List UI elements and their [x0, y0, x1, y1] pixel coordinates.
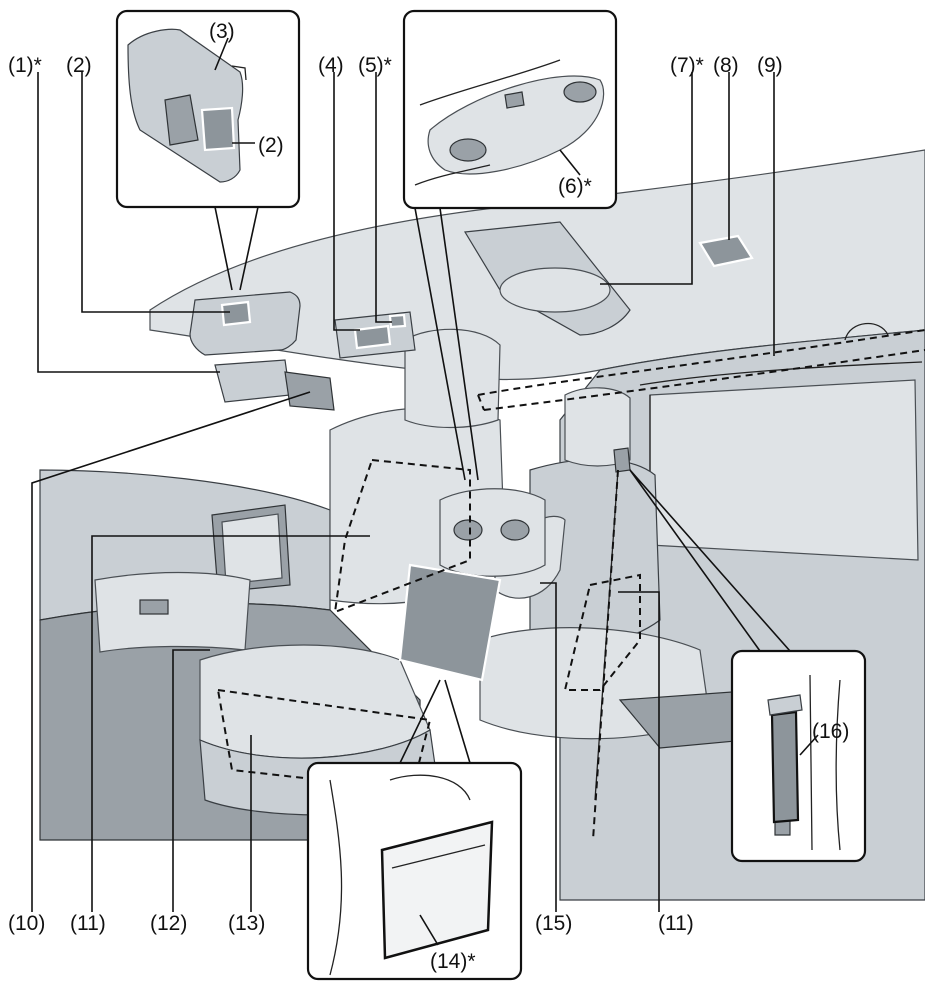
inset-console-edge: [414, 59, 561, 186]
callout-10: (10): [8, 912, 45, 935]
callout-2-inset: (2): [258, 134, 284, 157]
inset-seat-pocket: [306, 761, 523, 981]
inset-sun-visor: [115, 9, 301, 209]
inset-visor-clip: [231, 65, 247, 81]
callout-15: (15): [535, 912, 572, 935]
callout-labels: (1)* (2) (2) (3) (4) (5)* (6)* (7)* (8) …: [8, 20, 849, 973]
front-headrest: [404, 328, 501, 429]
inset-console-light-1: [563, 81, 597, 103]
inset-console-clip: [504, 91, 525, 109]
callout-11-left: (11): [70, 912, 106, 935]
label-patches: [220, 300, 502, 682]
callout-4: (4): [318, 54, 344, 77]
cup-holder-left: [453, 519, 483, 541]
roof-side-rail: [477, 329, 925, 411]
callout-14: (14)*: [430, 950, 476, 973]
callout-7: (7)*: [670, 54, 704, 77]
visor-label-patch: [220, 300, 252, 327]
coat-hook: [613, 447, 631, 473]
inset-belt-label: [770, 710, 800, 824]
callout-12: (12): [150, 912, 187, 935]
callout-1: (1)*: [8, 54, 42, 77]
console-label-patch-5: [388, 313, 407, 329]
callout-2: (2): [66, 54, 92, 77]
center-display-glass: [221, 513, 283, 585]
hidden-regions: [216, 329, 925, 841]
grab-handle: [844, 322, 889, 341]
inset-visor-handle: [164, 94, 199, 146]
roof-label-plate: [698, 234, 754, 268]
callout-9: (9): [757, 54, 783, 77]
rear-headrest: [564, 387, 631, 467]
seat-base-region: [216, 688, 432, 792]
inset-pocket-outline: [329, 774, 471, 976]
belt-anchor-line: [592, 469, 619, 841]
inset-roof-console: [402, 9, 618, 210]
mirror-housing: [214, 359, 291, 403]
rearview-mirror: [284, 371, 335, 411]
callout-11-right: (11): [658, 912, 694, 935]
inset-pocket-label: [380, 820, 494, 960]
leader-lines: [31, 37, 819, 946]
callout-8: (8): [713, 54, 739, 77]
callout-13: (13): [228, 912, 265, 935]
glove-box: [94, 571, 251, 653]
console-label-patch-4: [353, 324, 392, 350]
inset-belt-buckle: [767, 694, 803, 716]
front-seat-cushion: [199, 644, 431, 759]
rear-roof-dome: [499, 267, 611, 313]
inset-belt-pillar: [809, 674, 841, 851]
callout-5: (5)*: [358, 54, 392, 77]
callout-3: (3): [209, 20, 235, 43]
rear-seat-side-region: [563, 573, 641, 691]
glove-box-handle: [139, 599, 169, 615]
cup-holder-right: [500, 519, 530, 541]
inset-visor-label: [200, 106, 236, 152]
side-window: [649, 379, 919, 561]
inset-console-light-2: [449, 138, 487, 162]
callout-6: (6)*: [558, 175, 592, 198]
inset-seat-belt: [730, 649, 867, 863]
inset-pocket-lines: [391, 844, 486, 869]
seat-belt: [594, 469, 619, 801]
seat-back-label-patch: [398, 563, 502, 682]
callout-16: (16): [812, 720, 849, 743]
